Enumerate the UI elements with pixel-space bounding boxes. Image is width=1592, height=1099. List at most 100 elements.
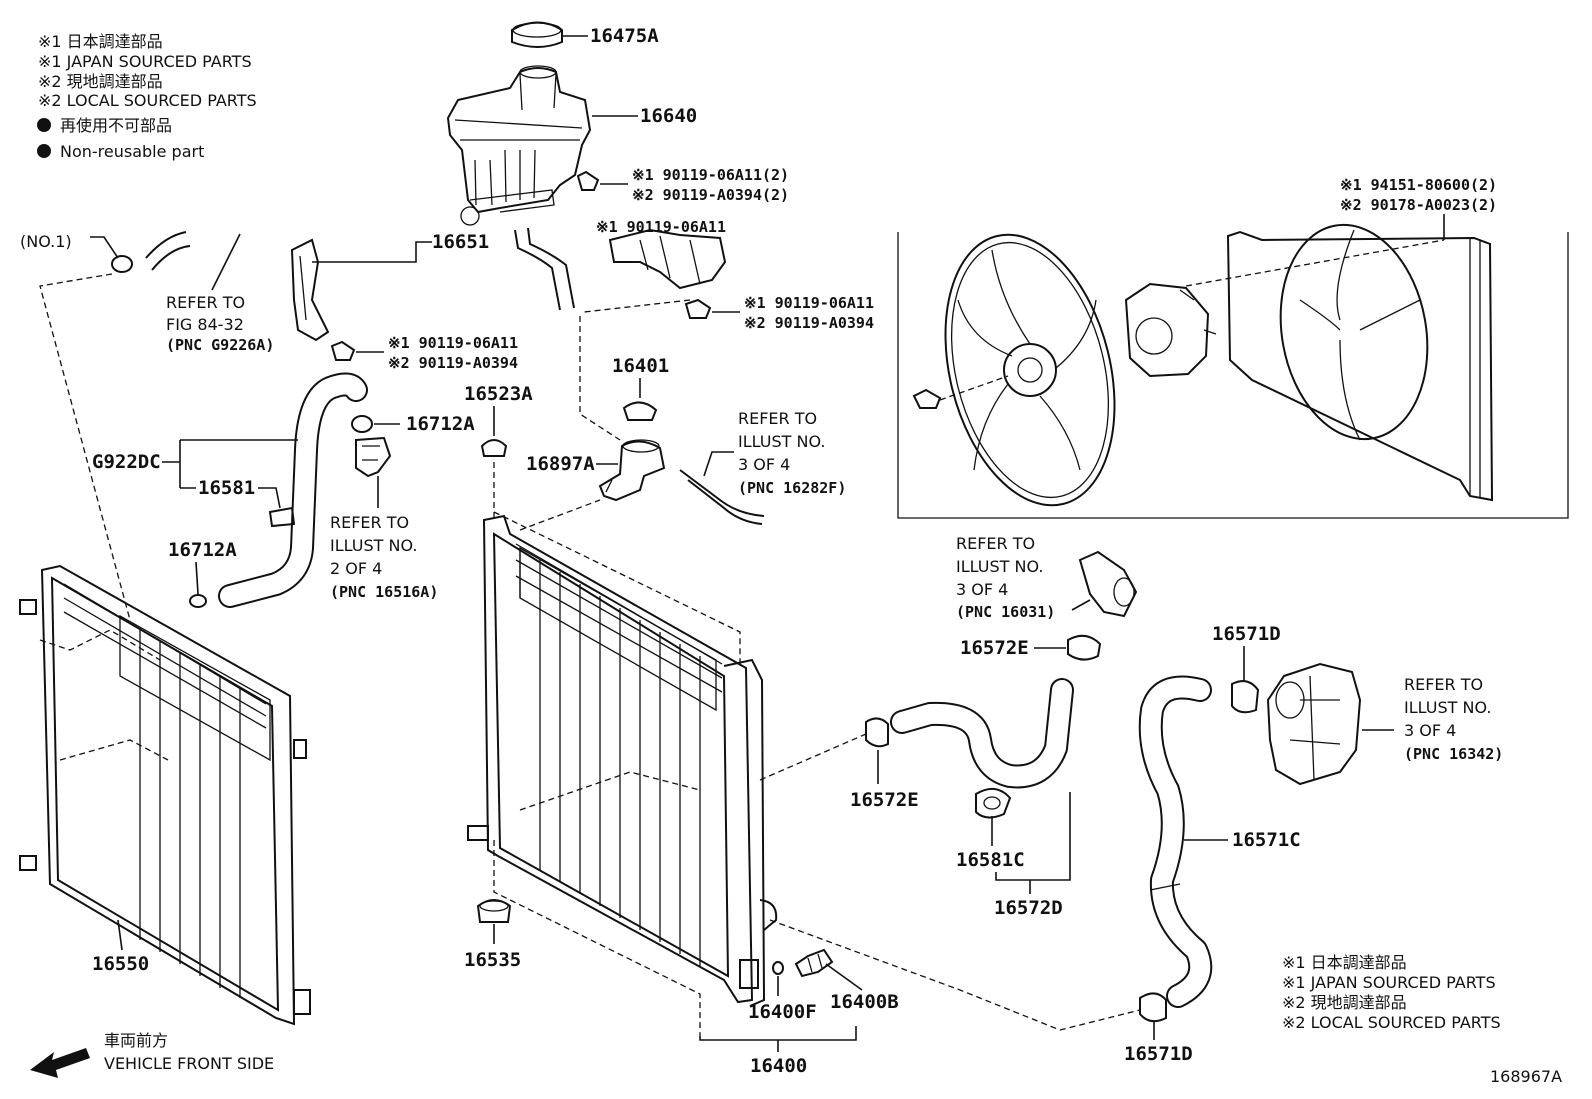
refer-illust-3-of-4-16282F: REFER TO ILLUST NO. 3 OF 4 (PNC 16282F)	[738, 409, 846, 497]
legend-line: ※1 日本調達部品	[1282, 953, 1407, 972]
ref-text: REFER TO	[738, 409, 817, 428]
o-ring-16400F[interactable]: 16400F	[748, 961, 817, 1023]
ref-text: REFER TO	[1404, 675, 1483, 694]
ref-text: 3 OF 4	[1404, 721, 1456, 740]
ref-text: 3 OF 4	[956, 580, 1008, 599]
condenser-16550[interactable]: 16550	[19, 564, 311, 1026]
ref-text: ILLUST NO.	[1404, 698, 1491, 717]
water-inlet-16031: REFER TO ILLUST NO. 3 OF 4 (PNC 16031)	[956, 534, 1138, 621]
dashed-leader	[493, 511, 741, 668]
ref-text: ILLUST NO.	[956, 557, 1043, 576]
overflow-hose	[679, 451, 765, 525]
drain-plug-16400B[interactable]: 16400B	[794, 948, 899, 1013]
overflow-pipe	[514, 229, 561, 311]
ref-text: 2 OF 4	[330, 559, 382, 578]
clamp-16572E-upper[interactable]: 16572E	[960, 634, 1102, 661]
front-label: VEHICLE FRONT SIDE	[104, 1054, 274, 1073]
lower-hose-16571C[interactable]: 16571C	[1138, 675, 1301, 1008]
clamp-16572E-lower[interactable]: 16572E	[850, 717, 919, 811]
vehicle-front-indicator: 車両前方 VEHICLE FRONT SIDE	[30, 1031, 274, 1078]
radiator-label-16400: 16400	[699, 1026, 857, 1077]
fan-motor	[1124, 282, 1210, 378]
hose-assy-16572D-label: 16572D	[994, 792, 1071, 919]
arrow-left-icon	[30, 1048, 90, 1078]
part-label: 16897A	[526, 453, 595, 475]
bolt-label: ※2 90119-A0394	[744, 314, 874, 332]
bullet-icon	[37, 118, 51, 132]
part-label: 16550	[92, 953, 149, 975]
fan-assembly-box	[897, 223, 1569, 519]
bolt-label: ※2 90178-A0023(2)	[1340, 196, 1497, 214]
legend-line: 再使用不可部品	[60, 116, 172, 135]
legend-line: ※1 日本調達部品	[38, 32, 163, 51]
part-label: 16571D	[1212, 623, 1281, 645]
ref-text: REFER TO	[166, 293, 245, 312]
part-label: 16523A	[464, 383, 533, 405]
dashed-leader	[39, 273, 131, 621]
bolt-label: ※1 90119-06A11	[744, 294, 874, 312]
refer-illust-2-of-4: REFER TO ILLUST NO. 2 OF 4 (PNC 16516A)	[330, 513, 438, 601]
filler-neck-16897A[interactable]: 16897A	[526, 439, 666, 502]
clamp-16571D-lower[interactable]: 16571D	[1124, 992, 1193, 1065]
bolt-90119-06A11-2[interactable]: ※1 90119-06A11(2) ※2 90119-A0394(2)	[576, 166, 789, 204]
dashed-leader	[493, 840, 701, 1036]
ref-text: REFER TO	[330, 513, 409, 532]
radiator-hose-16572D[interactable]	[890, 678, 1074, 789]
fan-shroud	[1226, 230, 1494, 502]
ref-text: 3 OF 4	[738, 455, 790, 474]
part-label: (NO.1)	[20, 232, 72, 251]
clamp-16712A-lower[interactable]: 16712A	[168, 539, 237, 608]
reservoir-tank-16640[interactable]: 16640	[446, 65, 697, 226]
part-label: 16475A	[590, 25, 659, 47]
clamp-16712A-upper[interactable]: 16712A	[351, 413, 475, 435]
clamp-16571D-upper[interactable]: 16571D	[1212, 623, 1281, 714]
part-label: 16400F	[748, 1001, 817, 1023]
overflow-pipe	[527, 227, 575, 309]
dashed-leader	[769, 919, 1141, 1031]
radiator-16400[interactable]	[467, 514, 778, 1007]
ref-text: (PNC 16282F)	[738, 479, 846, 497]
hose-assy-G922DC[interactable]: G922DC 16581	[92, 439, 298, 528]
bolt-90119-16651[interactable]: ※1 90119-06A11 ※2 90119-A0394	[330, 334, 518, 372]
part-label: 16400	[750, 1055, 807, 1077]
part-label: 16571C	[1232, 829, 1301, 851]
fan-bolts-94151[interactable]: ※1 94151-80600(2) ※2 90178-A0023(2)	[1340, 176, 1497, 240]
water-pump-housing-16342: REFER TO ILLUST NO. 3 OF 4 (PNC 16342)	[1266, 662, 1503, 786]
legend-line: ※2 現地調達部品	[1282, 993, 1407, 1012]
legend-line: ※2 LOCAL SOURCED PARTS	[1282, 1013, 1501, 1032]
dashed-leader	[519, 771, 701, 811]
front-label: 車両前方	[104, 1031, 168, 1050]
bolt-90119-bracket[interactable]: ※1 90119-06A11 ※2 90119-A0394	[684, 294, 874, 332]
ref-text: ILLUST NO.	[330, 536, 417, 555]
part-label: 16712A	[168, 539, 237, 561]
part-label: 16572E	[960, 637, 1029, 659]
legend-line: ※2 LOCAL SOURCED PARTS	[38, 91, 257, 110]
bolt-label: ※2 90119-A0394(2)	[632, 186, 789, 204]
cushion-16535[interactable]: 16535	[464, 899, 521, 971]
bracket-16651[interactable]: 16651	[290, 231, 489, 342]
cushion-16523A[interactable]: 16523A	[464, 383, 533, 520]
legend-line: ※1 JAPAN SOURCED PARTS	[1282, 973, 1496, 992]
part-label: 16572E	[850, 789, 919, 811]
part-label: 16581C	[956, 849, 1025, 871]
tank-bracket[interactable]: ※1 90119-06A11	[596, 218, 727, 290]
clamp-no1[interactable]: (NO.1)	[20, 231, 191, 273]
bolt-label: ※1 94151-80600(2)	[1340, 176, 1497, 194]
radiator-cap-16401[interactable]: 16401	[612, 355, 669, 421]
dashed-leader	[39, 629, 161, 661]
part-label: 16401	[612, 355, 669, 377]
refer-fig-84-32: REFER TO FIG 84-32 (PNC G9226A)	[166, 233, 274, 354]
upper-hose[interactable]	[218, 372, 368, 608]
figure-id: 168967A	[1490, 1067, 1562, 1086]
reservoir-cap-16475A[interactable]: 16475A	[511, 21, 659, 48]
part-label: 16535	[464, 949, 521, 971]
part-label: 16572D	[994, 897, 1063, 919]
part-label: 16400B	[830, 991, 899, 1013]
part-label: 16640	[640, 105, 697, 127]
dashed-leader	[519, 499, 601, 531]
ref-text: (PNC 16031)	[956, 603, 1055, 621]
ref-text: (PNC 16516A)	[330, 583, 438, 601]
clamp-16581C[interactable]: 16581C	[956, 787, 1025, 871]
fan-blade	[944, 233, 1116, 507]
legend-bottom: ※1 日本調達部品 ※1 JAPAN SOURCED PARTS ※2 現地調達…	[1282, 953, 1501, 1032]
